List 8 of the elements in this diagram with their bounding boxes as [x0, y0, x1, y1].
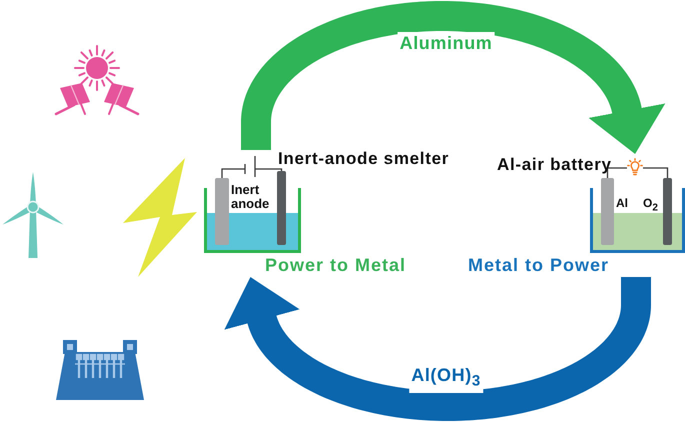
electrode-label: O$_{2}$	[643, 196, 658, 216]
cell-title: Inert-anode smelter	[278, 150, 450, 168]
electrode-label: Inert anode	[231, 183, 270, 211]
process-label: Metal to Power	[468, 255, 610, 276]
cell-title: Al-air battery	[497, 155, 612, 175]
process-label: Power to Metal	[265, 255, 406, 276]
curved-arrow	[241, 1, 666, 157]
electrode-label: Al	[616, 196, 628, 210]
